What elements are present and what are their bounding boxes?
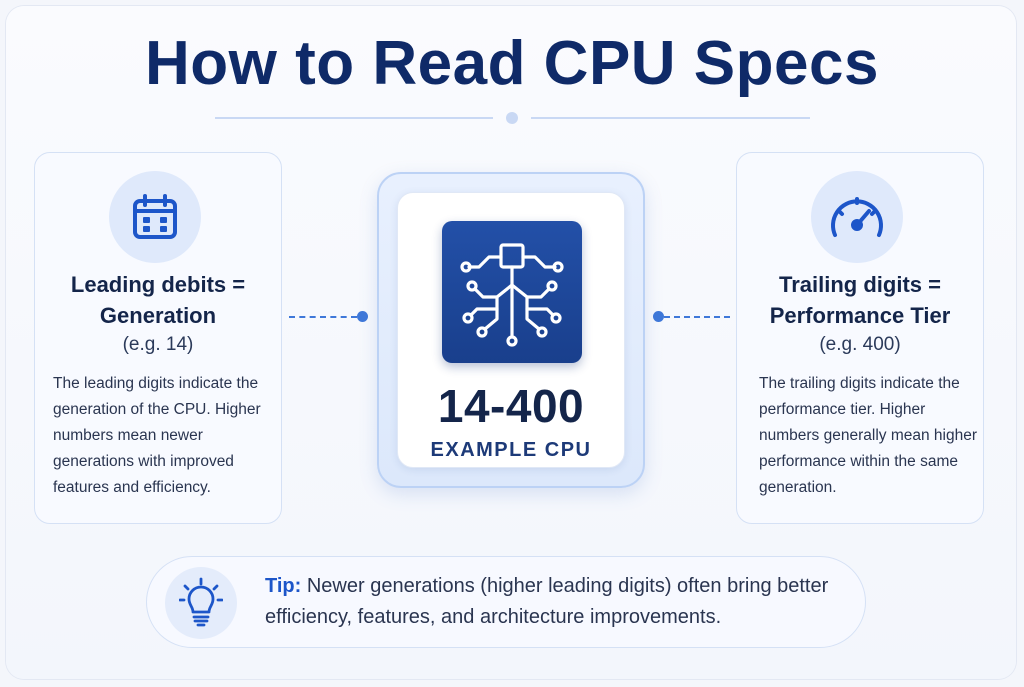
leading-digits-heading-line1: Leading debits =	[70, 272, 246, 297]
leading-digits-heading-line2: Generation	[99, 303, 217, 328]
circuit-chip-icon	[442, 221, 582, 363]
leading-digits-description: The leading digits indicate the generati…	[53, 375, 261, 496]
speedometer-icon	[811, 171, 903, 263]
tip-message: Newer generations (higher leading digits…	[265, 575, 829, 628]
tip-banner: Tip: Newer generations (higher leading d…	[146, 556, 866, 648]
tip-label: Tip:	[265, 575, 302, 597]
left-connector-dot	[357, 311, 368, 322]
tip-text: Tip: Newer generations (higher leading d…	[265, 571, 855, 633]
title-divider-right	[531, 117, 810, 119]
leading-digits-example: (e.g. 14)	[122, 334, 194, 355]
right-connector-dot	[653, 311, 664, 322]
cpu-model-number: 14-400	[437, 380, 585, 432]
calendar-icon	[109, 171, 201, 263]
example-cpu-inner: 14-400 EXAMPLE CPU	[397, 192, 625, 468]
trailing-digits-heading-line1: Trailing digits =	[779, 272, 941, 297]
trailing-digits-heading: Trailing digits = Performance Tier	[737, 269, 983, 331]
title-divider-left	[215, 117, 493, 119]
page-title: How to Read CPU Specs	[145, 29, 879, 98]
cpu-model-label: EXAMPLE CPU	[430, 439, 592, 461]
lightbulb-icon	[165, 567, 237, 639]
left-connector-line	[289, 316, 357, 318]
leading-digits-card: Leading debits = Generation (e.g. 14) Th…	[34, 152, 282, 524]
trailing-digits-card: Trailing digits = Performance Tier (e.g.…	[736, 152, 984, 524]
trailing-digits-heading-line2: Performance Tier	[769, 303, 951, 328]
leading-digits-heading: Leading debits = Generation	[35, 269, 281, 331]
trailing-digits-example: (e.g. 400)	[819, 334, 901, 355]
example-cpu-card: 14-400 EXAMPLE CPU	[377, 172, 645, 488]
title-divider-dot	[506, 112, 518, 124]
trailing-digits-description: The trailing digits indicate the perform…	[759, 375, 977, 496]
right-connector-line	[664, 316, 730, 318]
